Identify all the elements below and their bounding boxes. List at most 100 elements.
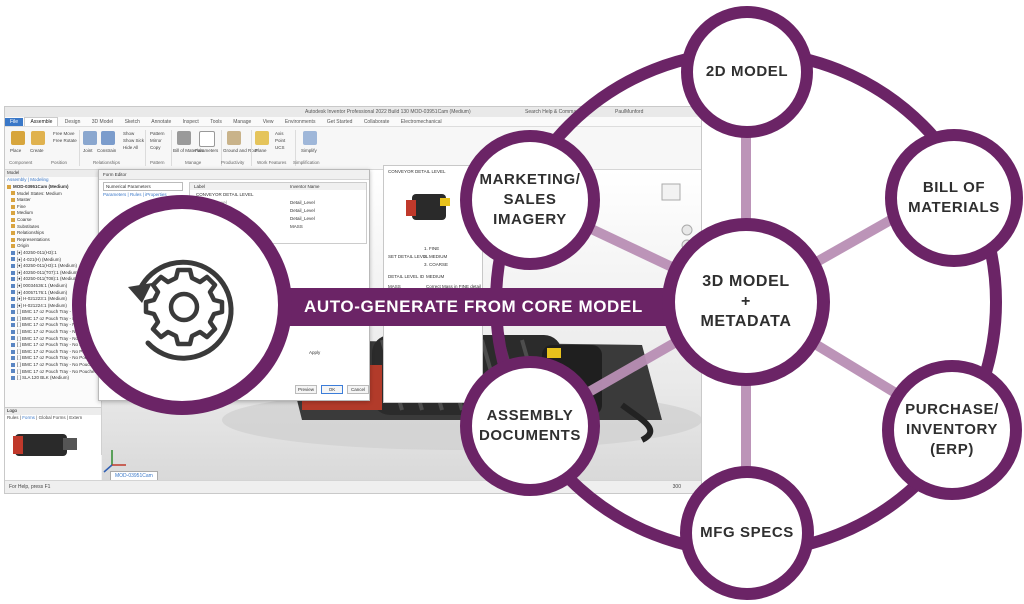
tree-item[interactable]: [ ] SLA 120 BLK (Medium) bbox=[5, 375, 101, 382]
group-simplification: Simplification bbox=[293, 160, 320, 165]
tree-item[interactable]: [ ] BMC 17 oz Pouch Tray - No Pouches bbox=[5, 362, 101, 369]
tab-electromechanical[interactable]: Electromechanical bbox=[400, 119, 442, 125]
form-group-title[interactable]: CONVEYOR DETAIL LEVEL bbox=[196, 192, 254, 197]
tab-modeling[interactable]: Modeling bbox=[30, 177, 49, 182]
tree-item[interactable]: [♦] 00034636:1 (Medium) bbox=[5, 283, 101, 290]
tree-item[interactable]: [ ] BMC 17 oz Pouch Tray - No Pouches bbox=[5, 329, 101, 336]
tree-item[interactable]: Model States: Medium bbox=[5, 191, 101, 198]
tree-item[interactable]: [ ] BMC 17 oz Pouch Tray - No Pouches bbox=[5, 322, 101, 329]
tree-item[interactable]: Medium bbox=[5, 210, 101, 217]
tab-view[interactable]: View bbox=[262, 119, 274, 125]
simplify-icon[interactable] bbox=[303, 131, 317, 145]
tree-item[interactable]: [ ] BMC 17 oz Pouch Tray - No Pouches bbox=[5, 349, 101, 356]
tree-item[interactable]: [ ] BMC 17 oz Pouch Tray - No Pouches bbox=[5, 355, 101, 362]
tree-item[interactable]: [ ] BMC 17 oz Pouch Tray - No Pouches bbox=[5, 309, 101, 316]
tab-file[interactable]: File bbox=[5, 118, 24, 126]
tab-manage[interactable]: Manage bbox=[233, 119, 252, 125]
tab-design[interactable]: Design bbox=[64, 119, 81, 125]
tab-annotate[interactable]: Annotate bbox=[151, 119, 172, 125]
tree-root[interactable]: MOD-03951Cam (Medium) bbox=[5, 184, 101, 191]
tree-item[interactable]: [♦] 40250-011(H3):1 (Medium) bbox=[5, 263, 101, 270]
joint-icon[interactable] bbox=[83, 131, 97, 145]
bill-of-materials-icon[interactable] bbox=[177, 131, 191, 145]
view-cube-icon[interactable] bbox=[661, 183, 681, 201]
tree-item[interactable]: [♦] 40250-011(H3):1 bbox=[5, 250, 101, 257]
tree-item[interactable]: Coarse bbox=[5, 217, 101, 224]
create-icon[interactable] bbox=[31, 131, 45, 145]
tab-iproperties[interactable]: iProperties bbox=[145, 192, 167, 197]
search-field[interactable]: Search Help & Commands... bbox=[525, 109, 589, 115]
ok-button[interactable]: OK bbox=[321, 385, 343, 394]
tree-item[interactable]: [ ] BMC 17 oz Pouch Tray - No Pouches bbox=[5, 316, 101, 323]
cancel-button[interactable]: Cancel bbox=[347, 385, 369, 394]
free-rotate-button[interactable]: Free Rotate bbox=[53, 138, 77, 143]
tab-global-forms[interactable]: Global Forms bbox=[38, 415, 66, 420]
tree-item[interactable]: [ ] BMC 17 oz Pouch Tray - No Pouches bbox=[5, 342, 101, 349]
option-medium[interactable]: 2. MEDIUM bbox=[424, 254, 448, 259]
option-coarse[interactable]: 3. COARSE bbox=[424, 262, 449, 267]
tab-parameters[interactable]: Parameters bbox=[103, 192, 127, 197]
hide-all-button[interactable]: Hide All bbox=[123, 145, 139, 150]
parameter-type-dropdown[interactable]: Numerical Parameters bbox=[103, 182, 183, 191]
tree-item[interactable]: [♦] 40057176:1 (Medium) bbox=[5, 290, 101, 297]
simplify-label: Simplify bbox=[301, 148, 317, 153]
ucs-button[interactable]: UCS bbox=[275, 145, 285, 150]
place-icon[interactable] bbox=[11, 131, 25, 145]
tree-item[interactable]: Representations bbox=[5, 237, 101, 244]
tab-collaborate[interactable]: Collaborate bbox=[363, 119, 390, 125]
document-tab[interactable]: MOD-03951Cam bbox=[110, 471, 158, 480]
part-thumbnail bbox=[13, 434, 77, 456]
mirror-button[interactable]: Mirror bbox=[150, 138, 162, 143]
show-button[interactable]: Show bbox=[123, 131, 135, 136]
divider bbox=[295, 130, 296, 166]
constrain-icon[interactable] bbox=[101, 131, 115, 145]
show-sick-button[interactable]: Show Sick bbox=[123, 138, 145, 143]
tree-item[interactable]: Origin bbox=[5, 243, 101, 250]
panel-title: CONVEYOR DETAIL LEVEL bbox=[388, 169, 446, 174]
user-name[interactable]: PaulMunford bbox=[615, 109, 644, 115]
tab-assembly[interactable]: Assembly bbox=[7, 177, 27, 182]
tab-inspect[interactable]: Inspect bbox=[182, 119, 199, 125]
axis-button[interactable]: Axis bbox=[275, 131, 284, 136]
tab-tools[interactable]: Tools bbox=[210, 119, 222, 125]
tab-rules[interactable]: Rules bbox=[129, 192, 142, 197]
tab-environments[interactable]: Environments bbox=[284, 119, 316, 125]
pattern-button[interactable]: Pattern bbox=[150, 131, 165, 136]
tree-item[interactable]: [ ] BMC 17 oz Pouch Tray - No Pouches bbox=[5, 336, 101, 343]
tab-forms[interactable]: Forms bbox=[22, 415, 35, 420]
parameters-icon[interactable] bbox=[199, 131, 215, 147]
form-editor-title: Form Editor bbox=[99, 170, 369, 180]
option-fine[interactable]: 1. FINE bbox=[424, 246, 440, 251]
tree-item-label: Relationships bbox=[17, 230, 45, 236]
free-move-button[interactable]: Free Move bbox=[53, 131, 75, 136]
plane-icon[interactable] bbox=[255, 131, 269, 145]
lower-panel-tabs: Rules | Forms | Global Forms | Extern bbox=[7, 415, 83, 420]
tab-sketch[interactable]: Sketch bbox=[124, 119, 140, 125]
tab-rules[interactable]: Rules bbox=[7, 415, 19, 420]
preview-button[interactable]: Preview bbox=[295, 385, 317, 394]
tree-item[interactable]: [♦] 40250-011(T08):1 (Medium) bbox=[5, 276, 101, 283]
tree-item[interactable]: [♦] H-021224:1 (Medium) bbox=[5, 303, 101, 310]
tree-item[interactable]: Fine bbox=[5, 204, 101, 211]
component-icon bbox=[11, 362, 15, 367]
apply-label[interactable]: Apply bbox=[309, 350, 321, 355]
tab-extern[interactable]: Extern bbox=[69, 415, 83, 420]
gear-refresh-circle bbox=[72, 195, 292, 415]
tab-3d-model[interactable]: 3D Model bbox=[91, 119, 114, 125]
tree-item-label: [♦] H-021224:1 (Medium) bbox=[17, 302, 67, 308]
tree-item[interactable]: [♦] H-021223:1 (Medium) bbox=[5, 296, 101, 303]
tree-item[interactable]: Relationships bbox=[5, 230, 101, 237]
tree-item[interactable]: [ ] BMC 17 oz Pouch Tray - No Pouches bbox=[5, 369, 101, 376]
tree-item[interactable]: [♦] 40250-011(T07):1 (Medium) bbox=[5, 270, 101, 277]
tree-item[interactable]: [♦] 4-021(H) (Medium) bbox=[5, 257, 101, 264]
tab-get-started[interactable]: Get Started bbox=[326, 119, 353, 125]
group-pattern: Pattern bbox=[150, 160, 165, 165]
point-button[interactable]: Point bbox=[275, 138, 286, 143]
tree-item[interactable]: Master bbox=[5, 197, 101, 204]
node-mfg-specs-label: MFG SPECS bbox=[700, 524, 794, 541]
tree-item[interactable]: Substitutes bbox=[5, 224, 101, 231]
ground-and-root-icon[interactable] bbox=[227, 131, 241, 145]
copy-button[interactable]: Copy bbox=[150, 145, 161, 150]
tab-assemble[interactable]: Assemble bbox=[24, 117, 59, 126]
form-row-inventor-name: Detail_Level bbox=[290, 216, 315, 221]
